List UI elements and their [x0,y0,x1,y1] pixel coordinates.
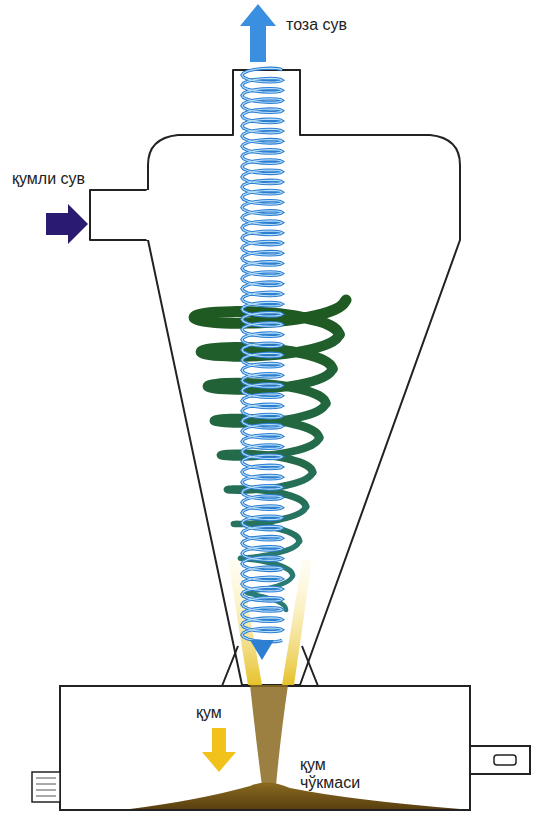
sediment-label: қум чўкмаси [300,756,386,793]
inlet-label: қумли сув [12,170,85,188]
drain-thread [36,778,56,796]
inner-vortex-tip [250,640,274,660]
outlet-label: тоза сув [286,16,347,34]
inlet-opening [147,190,150,240]
inlet-arrow [46,204,88,244]
sand-fall [250,685,288,786]
clean-water-arrow [240,4,276,62]
sand-arrow [202,728,236,772]
inner-vortex [242,68,282,642]
sand-sediment [130,782,460,809]
drain-fitting [32,772,60,802]
outlet-pipe [470,746,530,774]
sand-tank [60,686,470,810]
cone-support [222,646,318,686]
vortex-coils [194,68,346,660]
sand-label: қум [196,704,222,722]
sand-stream [282,560,312,685]
inner-vortex-highlight [242,68,282,642]
outlet-slot [494,755,516,765]
